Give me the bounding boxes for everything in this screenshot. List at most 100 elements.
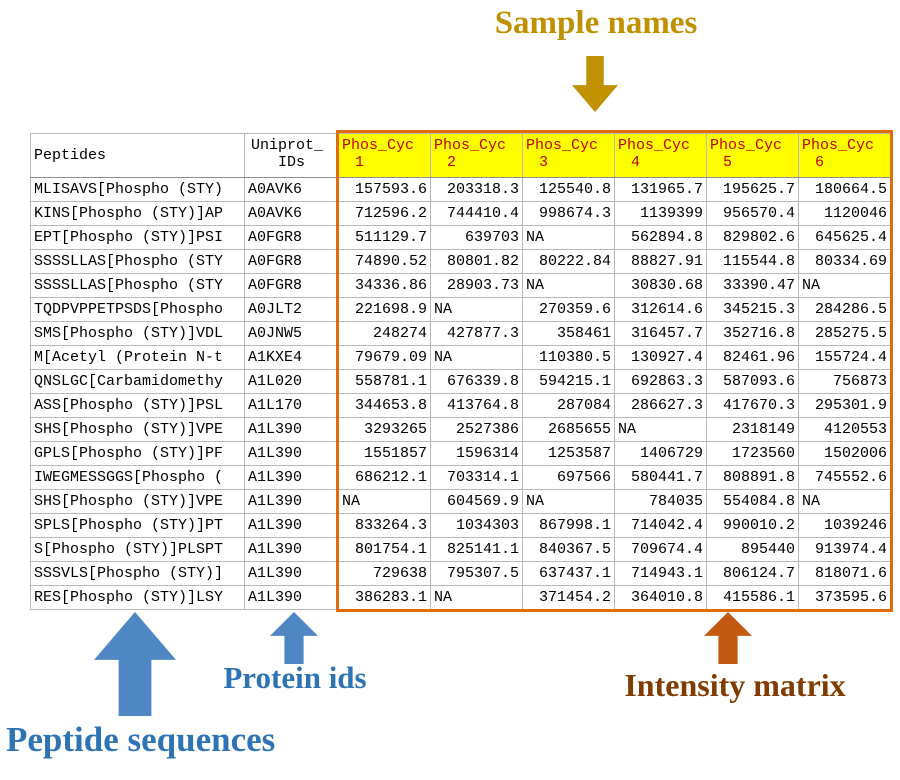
intensity-cell[interactable]: 729638 [338, 561, 431, 586]
intensity-cell[interactable]: 637437.1 [522, 561, 615, 586]
intensity-cell[interactable]: 364010.8 [614, 585, 707, 610]
intensity-cell[interactable]: NA [430, 297, 523, 322]
peptide-cell[interactable]: SSSSLLAS[Phospho (STY [30, 249, 245, 274]
intensity-cell[interactable]: 795307.5 [430, 561, 523, 586]
intensity-cell[interactable]: 285275.5 [798, 321, 891, 346]
intensity-cell[interactable]: NA [522, 273, 615, 298]
intensity-cell[interactable]: NA [522, 225, 615, 250]
uniprot-cell[interactable]: A1L390 [244, 417, 339, 442]
intensity-cell[interactable]: NA [338, 489, 431, 514]
intensity-cell[interactable]: 676339.8 [430, 369, 523, 394]
intensity-cell[interactable]: 131965.7 [614, 177, 707, 202]
uniprot-cell[interactable]: A1L390 [244, 585, 339, 610]
intensity-cell[interactable]: 1596314 [430, 441, 523, 466]
intensity-cell[interactable]: 895440 [706, 537, 799, 562]
intensity-cell[interactable]: 270359.6 [522, 297, 615, 322]
intensity-cell[interactable]: 554084.8 [706, 489, 799, 514]
uniprot-cell[interactable]: A1L390 [244, 513, 339, 538]
intensity-cell[interactable]: 744410.4 [430, 201, 523, 226]
intensity-cell[interactable]: NA [430, 585, 523, 610]
intensity-cell[interactable]: 82461.96 [706, 345, 799, 370]
intensity-cell[interactable]: 645625.4 [798, 225, 891, 250]
intensity-cell[interactable]: 692863.3 [614, 369, 707, 394]
intensity-cell[interactable]: 998674.3 [522, 201, 615, 226]
intensity-cell[interactable]: 829802.6 [706, 225, 799, 250]
intensity-cell[interactable]: 1502006 [798, 441, 891, 466]
peptide-cell[interactable]: SHS[Phospho (STY)]VPE [30, 489, 245, 514]
intensity-cell[interactable]: 639703 [430, 225, 523, 250]
intensity-cell[interactable]: 80222.84 [522, 249, 615, 274]
intensity-cell[interactable]: 511129.7 [338, 225, 431, 250]
peptide-cell[interactable]: ASS[Phospho (STY)]PSL [30, 393, 245, 418]
intensity-cell[interactable]: 913974.4 [798, 537, 891, 562]
intensity-cell[interactable]: 30830.68 [614, 273, 707, 298]
intensity-cell[interactable]: 1034303 [430, 513, 523, 538]
intensity-cell[interactable]: 352716.8 [706, 321, 799, 346]
intensity-cell[interactable]: NA [430, 345, 523, 370]
intensity-cell[interactable]: 562894.8 [614, 225, 707, 250]
intensity-cell[interactable]: 427877.3 [430, 321, 523, 346]
intensity-cell[interactable]: 587093.6 [706, 369, 799, 394]
intensity-cell[interactable]: 840367.5 [522, 537, 615, 562]
intensity-cell[interactable]: 371454.2 [522, 585, 615, 610]
intensity-cell[interactable]: 195625.7 [706, 177, 799, 202]
intensity-cell[interactable]: 745552.6 [798, 465, 891, 490]
intensity-cell[interactable]: 714943.1 [614, 561, 707, 586]
intensity-cell[interactable]: 248274 [338, 321, 431, 346]
peptide-cell[interactable]: SHS[Phospho (STY)]VPE [30, 417, 245, 442]
intensity-cell[interactable]: 808891.8 [706, 465, 799, 490]
peptide-cell[interactable]: RES[Phospho (STY)]LSY [30, 585, 245, 610]
intensity-cell[interactable]: 709674.4 [614, 537, 707, 562]
uniprot-cell[interactable]: A0AVK6 [244, 201, 339, 226]
uniprot-cell[interactable]: A1KXE4 [244, 345, 339, 370]
peptide-cell[interactable]: KINS[Phospho (STY)]AP [30, 201, 245, 226]
intensity-cell[interactable]: 415586.1 [706, 585, 799, 610]
uniprot-cell[interactable]: A1L390 [244, 465, 339, 490]
intensity-cell[interactable]: 33390.47 [706, 273, 799, 298]
intensity-cell[interactable]: 1120046 [798, 201, 891, 226]
intensity-cell[interactable]: 287084 [522, 393, 615, 418]
uniprot-cell[interactable]: A1L020 [244, 369, 339, 394]
intensity-cell[interactable]: 806124.7 [706, 561, 799, 586]
peptide-cell[interactable]: M[Acetyl (Protein N-t [30, 345, 245, 370]
peptide-cell[interactable]: QNSLGC[Carbamidomethy [30, 369, 245, 394]
intensity-cell[interactable]: 373595.6 [798, 585, 891, 610]
uniprot-cell[interactable]: A0FGR8 [244, 249, 339, 274]
uniprot-cell[interactable]: A1L390 [244, 561, 339, 586]
uniprot-cell[interactable]: A1L390 [244, 441, 339, 466]
intensity-cell[interactable]: 74890.52 [338, 249, 431, 274]
intensity-cell[interactable]: 4120553 [798, 417, 891, 442]
intensity-cell[interactable]: NA [522, 489, 615, 514]
intensity-cell[interactable]: 115544.8 [706, 249, 799, 274]
intensity-cell[interactable]: 990010.2 [706, 513, 799, 538]
intensity-cell[interactable]: 1723560 [706, 441, 799, 466]
intensity-cell[interactable]: 344653.8 [338, 393, 431, 418]
intensity-cell[interactable]: NA [798, 489, 891, 514]
intensity-cell[interactable]: 386283.1 [338, 585, 431, 610]
intensity-cell[interactable]: 867998.1 [522, 513, 615, 538]
intensity-cell[interactable]: 316457.7 [614, 321, 707, 346]
intensity-cell[interactable]: 413764.8 [430, 393, 523, 418]
uniprot-cell[interactable]: A1L170 [244, 393, 339, 418]
intensity-cell[interactable]: 3293265 [338, 417, 431, 442]
intensity-cell[interactable]: 417670.3 [706, 393, 799, 418]
intensity-cell[interactable]: 712596.2 [338, 201, 431, 226]
peptide-cell[interactable]: EPT[Phospho (STY)]PSI [30, 225, 245, 250]
intensity-cell[interactable]: 703314.1 [430, 465, 523, 490]
intensity-cell[interactable]: 784035 [614, 489, 707, 514]
uniprot-cell[interactable]: A0FGR8 [244, 225, 339, 250]
peptide-cell[interactable]: TQDPVPPETPSDS[Phospho [30, 297, 245, 322]
uniprot-cell[interactable]: A1L390 [244, 489, 339, 514]
intensity-cell[interactable]: 1039246 [798, 513, 891, 538]
intensity-cell[interactable]: 1551857 [338, 441, 431, 466]
intensity-cell[interactable]: NA [614, 417, 707, 442]
intensity-cell[interactable]: 203318.3 [430, 177, 523, 202]
intensity-cell[interactable]: 714042.4 [614, 513, 707, 538]
intensity-cell[interactable]: 756873 [798, 369, 891, 394]
intensity-cell[interactable]: 818071.6 [798, 561, 891, 586]
